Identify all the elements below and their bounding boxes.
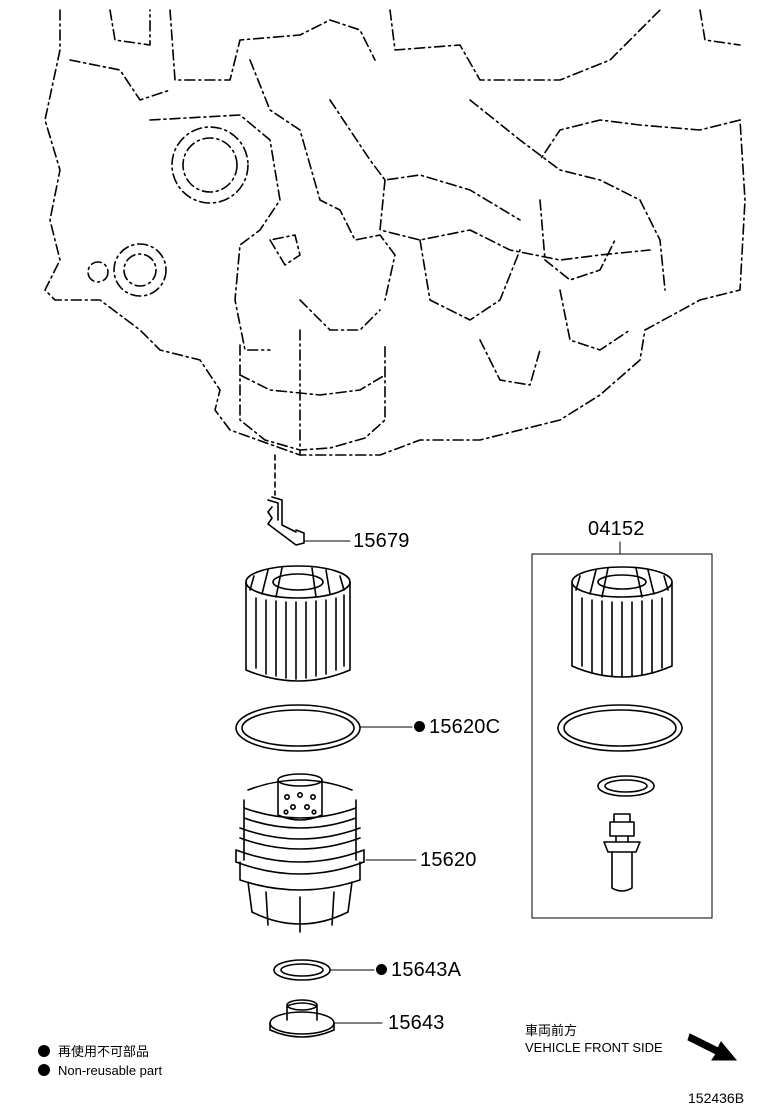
engine-block-outline — [44, 9, 746, 456]
non-reusable-dot-icon — [414, 721, 425, 732]
kit-box-04152 — [531, 553, 713, 919]
kit-filter-element — [571, 566, 673, 678]
kit-drain-valve — [603, 813, 641, 892]
gasket-15643A — [273, 959, 331, 981]
part-label-15620C: 15620C — [414, 716, 500, 739]
legend-japanese-text: 再使用不可部品 — [58, 1044, 150, 1059]
part-number-15643: 15643 — [388, 1012, 445, 1034]
part-label-15620: 15620 — [420, 849, 477, 872]
vehicle-front-arrow-icon — [687, 1033, 738, 1061]
part-label-15643: 15643 — [388, 1012, 445, 1035]
legend-english-text: Non-reusable part — [58, 1063, 163, 1078]
drain-pipe-15679 — [267, 496, 305, 546]
part-number-15679: 15679 — [353, 530, 410, 552]
vehicle-front-japanese: 車両前方 — [525, 1023, 578, 1038]
kit-small-gasket — [597, 775, 655, 797]
legend-dot-icon — [38, 1045, 50, 1057]
figure-id: 152436B — [688, 1090, 745, 1106]
vehicle-front-english: VEHICLE FRONT SIDE — [525, 1040, 663, 1055]
part-number-04152: 04152 — [588, 518, 645, 540]
kit-o-ring — [557, 704, 683, 752]
vehicle-front-side-label: 車両前方 VEHICLE FRONT SIDE — [525, 1022, 663, 1056]
drain-plug-15643 — [269, 999, 335, 1038]
legend-english: Non-reusable part — [38, 1063, 162, 1078]
part-label-15679: 15679 — [353, 530, 410, 553]
part-number-15620C: 15620C — [429, 716, 501, 738]
non-reusable-dot-icon — [376, 964, 387, 975]
o-ring-15620C — [235, 704, 361, 752]
part-number-15620: 15620 — [420, 849, 477, 871]
oil-filter-element-main — [245, 565, 351, 682]
part-label-15643A: 15643A — [376, 959, 461, 982]
part-label-04152: 04152 — [588, 518, 645, 541]
legend-dot-icon — [38, 1064, 50, 1076]
part-number-15643A: 15643A — [391, 959, 462, 981]
legend-japanese: 再使用不可部品 — [38, 1041, 149, 1060]
filter-cap-15620 — [235, 773, 365, 933]
